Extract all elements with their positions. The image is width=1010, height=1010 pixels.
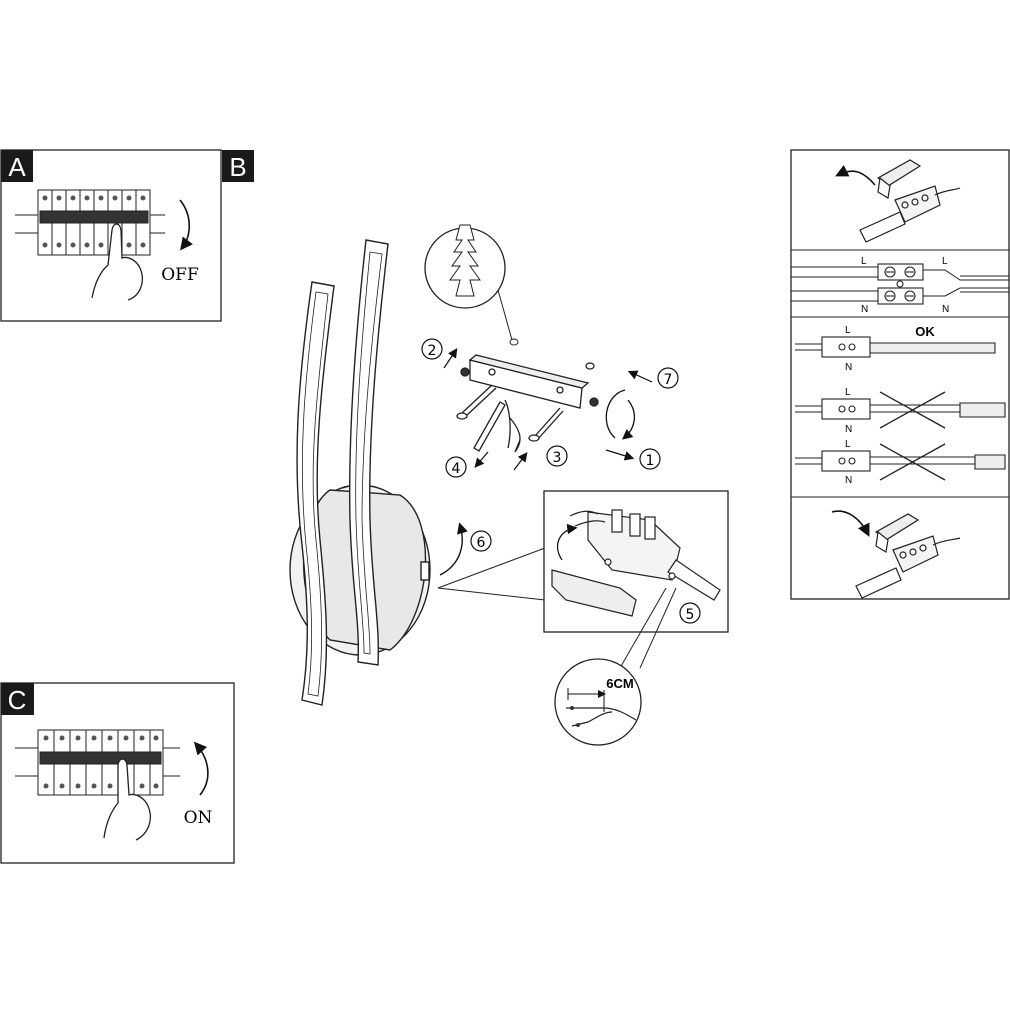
panel-c-action: ON	[184, 808, 213, 828]
neutral-label: N	[861, 304, 868, 315]
panel-b-letter: B	[229, 152, 246, 182]
neutral-label: N	[845, 424, 852, 435]
close-cover-icon	[855, 513, 961, 599]
arrow-up-icon	[193, 741, 209, 796]
breaker-bank-icon	[37, 189, 151, 256]
live-label: L	[845, 325, 851, 336]
panel-a-badge	[1, 150, 33, 182]
wiring-wrong-example	[795, 443, 1006, 481]
step-5-badge	[679, 602, 701, 624]
lamp-fixture-icon	[289, 239, 431, 706]
panel-a-letter: A	[8, 152, 26, 182]
live-label: L	[942, 256, 948, 267]
live-label: L	[845, 387, 851, 398]
neutral-label: N	[845, 362, 852, 373]
mounting-bracket-icon	[456, 354, 599, 453]
step-1-label: 1	[646, 453, 655, 469]
step-6-label: 6	[477, 535, 486, 551]
wiring-ok-example	[795, 336, 996, 358]
wire-strip-callout: 6CM	[554, 658, 642, 746]
wiring-wrong-example	[795, 391, 1006, 429]
neutral-label: N	[845, 475, 852, 486]
step-4-label: 4	[452, 461, 461, 477]
wall-plug-icon	[449, 224, 481, 297]
live-label: L	[861, 256, 867, 267]
step-7-label: 7	[664, 372, 673, 388]
breaker-bank-icon	[37, 729, 164, 796]
step-7-badge	[657, 367, 679, 389]
terminal-block-icon	[877, 263, 924, 305]
hand-icon	[91, 223, 143, 301]
live-label: L	[845, 439, 851, 450]
panel-c-switch-on: C ON	[0, 682, 235, 864]
terminal-detail-box: 5	[543, 490, 729, 633]
panel-c-letter: C	[8, 685, 27, 715]
step-4-badge	[445, 456, 467, 478]
step-3-label: 3	[553, 450, 562, 466]
step-6-badge	[470, 530, 492, 552]
open-cover-icon	[859, 159, 961, 243]
panel-a-switch-off: A OFF	[0, 149, 222, 322]
wall-plug-callout	[424, 224, 519, 346]
step-5-label: 5	[686, 607, 695, 623]
panel-c-badge	[1, 683, 34, 715]
step-2-badge	[421, 338, 443, 360]
panel-a-action: OFF	[161, 265, 199, 285]
neutral-label: N	[942, 304, 949, 315]
panel-b-header: B	[222, 150, 254, 182]
hand-icon	[103, 758, 151, 841]
step-1-badge	[639, 448, 661, 470]
wiring-panel: L L N N L N OK L N	[790, 149, 1010, 600]
wire-strip-length: 6CM	[606, 676, 633, 691]
ok-label: OK	[915, 324, 935, 339]
step-2-label: 2	[428, 343, 437, 359]
step-3-badge	[546, 445, 568, 467]
arrow-down-icon	[179, 199, 193, 251]
rotate-arrow-icon	[605, 389, 635, 438]
